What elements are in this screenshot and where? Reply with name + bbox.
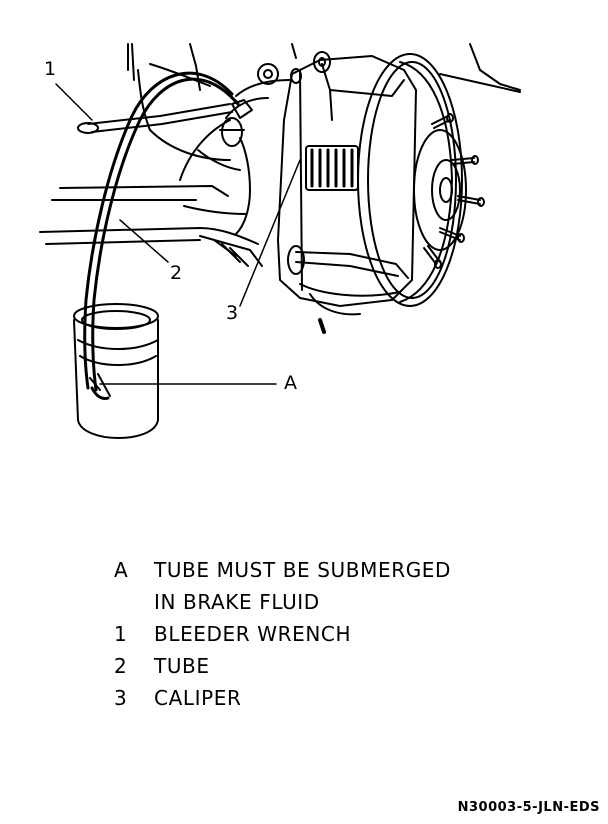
callout-2-label: 2 (170, 262, 183, 284)
legend-row-a: A TUBE MUST BE SUBMERGED (114, 554, 534, 586)
legend-key: 3 (114, 686, 128, 710)
brake-bleeding-illustration (39, 43, 521, 439)
bleeder-wrench (77, 99, 253, 134)
legend-text: CALIPER (154, 686, 242, 710)
fluid-container (73, 303, 159, 439)
steering-knuckle (197, 63, 291, 235)
wheel-hub (413, 113, 485, 269)
legend-row-1: 1 BLEEDER WRENCH (114, 618, 534, 650)
legend-text: IN BRAKE FLUID (154, 590, 320, 614)
legend-row-2: 2 TUBE (114, 650, 534, 682)
suspension-frame (39, 43, 521, 267)
legend: A TUBE MUST BE SUBMERGED IN BRAKE FLUID … (114, 554, 534, 714)
brake-rotor (357, 53, 463, 307)
legend-key: 1 (114, 622, 128, 646)
legend-row-a-continued: IN BRAKE FLUID (114, 586, 534, 618)
legend-text: TUBE (154, 654, 210, 678)
brake-caliper (277, 51, 417, 334)
legend-row-3: 3 CALIPER (114, 682, 534, 714)
callout-3-label: 3 (226, 302, 239, 324)
callout-leaders (55, 83, 301, 385)
legend-text: TUBE MUST BE SUBMERGED (154, 558, 452, 582)
callout-1-label: 1 (44, 58, 57, 80)
bleeder-tube (83, 71, 240, 400)
legend-key: A (114, 558, 129, 582)
callout-a-label: A (284, 372, 298, 394)
legend-key: 2 (114, 654, 128, 678)
figure-id: N30003-5-JLN-EDS (457, 800, 600, 815)
legend-text: BLEEDER WRENCH (154, 622, 352, 646)
